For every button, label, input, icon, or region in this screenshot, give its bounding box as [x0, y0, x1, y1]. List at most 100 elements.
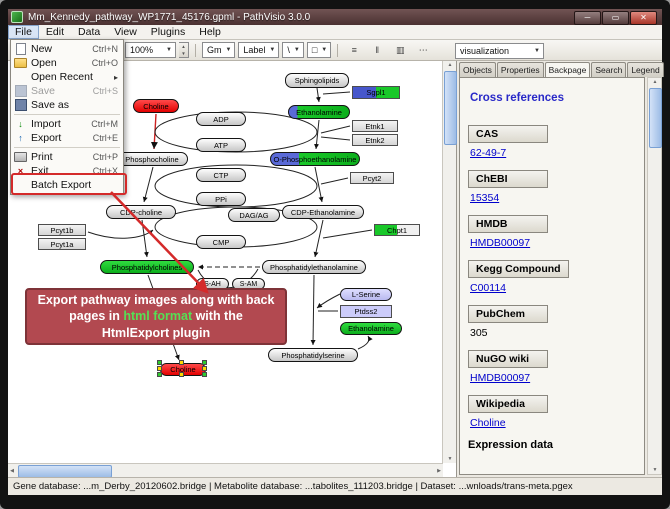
shape-tool-select[interactable]: □ ▼ — [307, 42, 331, 58]
scroll-down-icon[interactable]: ▼ — [443, 456, 457, 462]
pathway-node-o-phosphoethanolamine[interactable]: O-Phosphoethanolamine — [270, 152, 360, 166]
sidebar-scroll-thumb[interactable] — [649, 88, 662, 148]
visualization-select[interactable]: visualization ▼ — [455, 43, 544, 59]
line-tool-select[interactable]: \ ▼ — [282, 42, 303, 58]
chevron-down-icon: ▼ — [321, 47, 327, 53]
pathway-node-ctp[interactable]: CTP — [196, 168, 246, 182]
gene-node-pcyt2[interactable]: Pcyt2 — [350, 172, 394, 184]
canvas-horizontal-scrollbar[interactable]: ◀ ▶ — [8, 463, 443, 477]
file-menu-item-batch-export[interactable]: Batch Export — [11, 178, 123, 192]
pathway-node-ppi[interactable]: PPi — [196, 192, 246, 206]
file-menu-item-open[interactable]: Open Ctrl+O — [11, 56, 123, 70]
pathway-node-phosphatidylethanolamine[interactable]: Phosphatidylethanolamine — [262, 260, 366, 274]
sidebar-scrollbar[interactable]: ▲ ▼ — [647, 77, 662, 475]
submenu-arrow-icon: ▸ — [114, 73, 118, 82]
close-button[interactable]: ✕ — [630, 11, 657, 25]
crossref-link[interactable]: C00114 — [470, 282, 506, 294]
zoom-spinner[interactable]: ▲▼ — [179, 42, 189, 58]
gene-node-etnk1[interactable]: Etnk1 — [352, 120, 398, 132]
crossref-link[interactable]: HMDB00097 — [470, 372, 530, 384]
crossref-link[interactable]: 62-49-7 — [470, 147, 506, 159]
gene-node-pcyt1a[interactable]: Pcyt1a — [38, 238, 86, 250]
pathway-node-atp[interactable]: ATP — [196, 138, 246, 152]
open-folder-icon — [14, 58, 27, 69]
pathway-node-cdp-choline[interactable]: CDP-choline — [106, 205, 176, 219]
label-tool-select[interactable]: Label ▼ — [238, 42, 279, 58]
scroll-up-icon[interactable]: ▲ — [443, 62, 457, 68]
pathway-node-cdp-ethanolamine[interactable]: CDP-Ethanolamine — [282, 205, 364, 219]
canvas-vertical-scrollbar[interactable]: ▲ ▼ — [442, 61, 456, 463]
menu-item-shortcut: Ctrl+X — [93, 166, 118, 176]
tab-objects[interactable]: Objects — [459, 62, 496, 77]
menubar-item-file[interactable]: File — [8, 25, 39, 39]
pathway-node-choline-top[interactable]: Choline — [133, 99, 179, 113]
minimize-button[interactable]: ─ — [574, 11, 601, 25]
section-header: Kegg Compound — [468, 260, 569, 278]
pathway-node-cmp[interactable]: CMP — [196, 235, 246, 249]
file-menu-item-save-as[interactable]: Save as — [11, 98, 123, 112]
callout-line2-pre: pages in — [69, 309, 123, 323]
tab-search[interactable]: Search — [591, 62, 626, 77]
backpage-section-cas: CAS 62-49-7 — [468, 124, 636, 159]
stack-button[interactable]: ▥ — [390, 41, 410, 59]
pathway-node-phosphocholine[interactable]: Phosphocholine — [116, 152, 188, 166]
pathway-node-dag-ag[interactable]: DAG/AG — [228, 208, 280, 222]
align-vertical-button[interactable]: ‖ — [367, 41, 387, 59]
tab-properties[interactable]: Properties — [497, 62, 544, 77]
file-menu-item-save[interactable]: Save Ctrl+S — [11, 84, 123, 98]
file-menu-item-new[interactable]: New Ctrl+N — [11, 42, 123, 56]
scroll-down-icon[interactable]: ▼ — [648, 467, 662, 473]
vertical-scroll-thumb[interactable] — [444, 71, 457, 145]
pathway-node-l-serine[interactable]: L-Serine — [340, 288, 392, 301]
pathway-node-sphingolipids[interactable]: Sphingolipids — [285, 73, 349, 88]
pathway-node-ethanolamine-bottom[interactable]: Ethanolamine — [340, 322, 402, 335]
tab-legend[interactable]: Legend — [627, 62, 663, 77]
scroll-up-icon[interactable]: ▲ — [648, 79, 662, 85]
file-menu-item-export[interactable]: ↑ Export Ctrl+E — [11, 131, 123, 145]
pathway-node-phosphatidylcholines[interactable]: Phosphatidylcholines — [100, 260, 194, 274]
gene-node-ptdss2[interactable]: Ptdss2 — [340, 305, 392, 318]
menubar-item-plugins[interactable]: Plugins — [144, 25, 192, 39]
selection-handle[interactable] — [202, 372, 207, 377]
scroll-left-icon[interactable]: ◀ — [8, 468, 16, 474]
menubar-item-edit[interactable]: Edit — [39, 25, 71, 39]
distribute-button[interactable]: ⋯ — [413, 41, 433, 59]
file-menu-item-import[interactable]: ↓ Import Ctrl+M — [11, 117, 123, 131]
section-header: HMDB — [468, 215, 548, 233]
gene-node-pcyt1b[interactable]: Pcyt1b — [38, 224, 86, 236]
menubar-item-help[interactable]: Help — [192, 25, 228, 39]
selection-handle[interactable] — [157, 372, 162, 377]
selection-handle[interactable] — [157, 366, 162, 371]
datanode-tool-select[interactable]: Gm ▼ — [202, 42, 235, 58]
menubar-item-data[interactable]: Data — [71, 25, 107, 39]
menubar-item-view[interactable]: View — [107, 25, 144, 39]
scroll-right-icon[interactable]: ▶ — [435, 468, 443, 474]
line-tool-icon: \ — [287, 45, 290, 55]
gene-node-sgpl1[interactable]: Sgpl1 — [352, 86, 400, 99]
selection-handle[interactable] — [179, 360, 184, 365]
gene-node-etnk2[interactable]: Etnk2 — [352, 134, 398, 146]
file-menu-item-print[interactable]: Print Ctrl+P — [11, 150, 123, 164]
menu-item-label: Save as — [31, 99, 69, 111]
selection-handle[interactable] — [202, 366, 207, 371]
selection-handle[interactable] — [157, 360, 162, 365]
selection-handle[interactable] — [202, 360, 207, 365]
toolbar-separator — [337, 44, 338, 57]
selection-handle[interactable] — [179, 372, 184, 377]
crossref-link[interactable]: 15354 — [470, 192, 499, 204]
titlebar[interactable]: Mm_Kennedy_pathway_WP1771_45176.gpml - P… — [8, 9, 662, 25]
maximize-button[interactable]: ▭ — [602, 11, 629, 25]
crossref-link[interactable]: HMDB00097 — [470, 237, 530, 249]
pathway-node-ethanolamine-top[interactable]: Ethanolamine — [288, 105, 350, 119]
pathway-node-adp[interactable]: ADP — [196, 112, 246, 126]
crossref-link[interactable]: Choline — [470, 417, 506, 429]
align-horizontal-button[interactable]: ≡ — [344, 41, 364, 59]
file-menu-item-exit[interactable]: × Exit Ctrl+X — [11, 164, 123, 178]
pathway-node-phosphatidylserine[interactable]: Phosphatidylserine — [268, 348, 358, 362]
gene-node-chpt1[interactable]: Chpt1 — [374, 224, 420, 236]
label-tool-label: Label — [243, 45, 265, 55]
tab-backpage[interactable]: Backpage — [545, 62, 591, 77]
file-menu-item-open-recent[interactable]: Open Recent ▸ — [11, 70, 123, 84]
zoom-select[interactable]: 100% ▼ — [125, 42, 176, 58]
chevron-down-icon: ▼ — [294, 47, 300, 53]
